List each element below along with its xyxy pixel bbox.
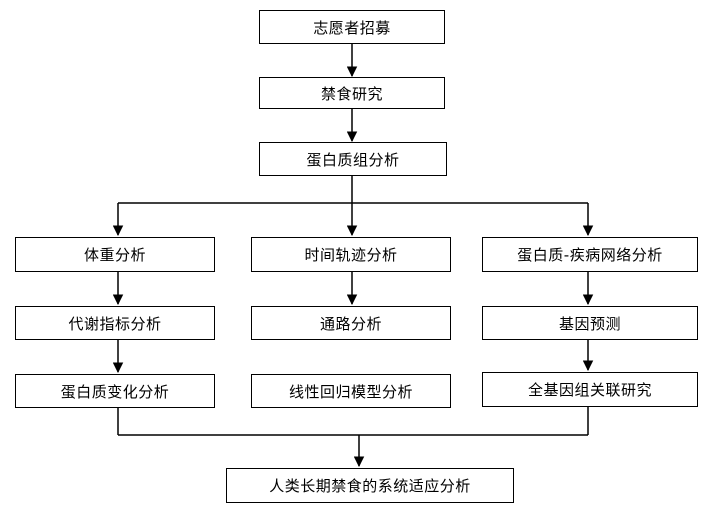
node-linear-model-analysis: 线性回归模型分析 xyxy=(251,374,451,408)
node-time-trajectory-analysis: 时间轨迹分析 xyxy=(251,237,451,272)
node-gene-prediction: 基因预测 xyxy=(482,306,698,340)
node-volunteer-recruitment: 志愿者招募 xyxy=(259,10,445,44)
node-protein-change-analysis: 蛋白质变化分析 xyxy=(15,374,215,408)
node-weight-analysis: 体重分析 xyxy=(15,237,215,272)
node-adaptation-analysis: 人类长期禁食的系统适应分析 xyxy=(226,468,514,503)
node-proteome-analysis: 蛋白质组分析 xyxy=(259,142,447,176)
node-fasting-study: 禁食研究 xyxy=(259,77,445,109)
node-disease-network-analysis: 蛋白质-疾病网络分析 xyxy=(482,237,698,272)
node-pathway-analysis: 通路分析 xyxy=(251,306,451,340)
node-metabolic-analysis: 代谢指标分析 xyxy=(15,306,215,340)
node-gwas: 全基因组关联研究 xyxy=(482,372,698,407)
